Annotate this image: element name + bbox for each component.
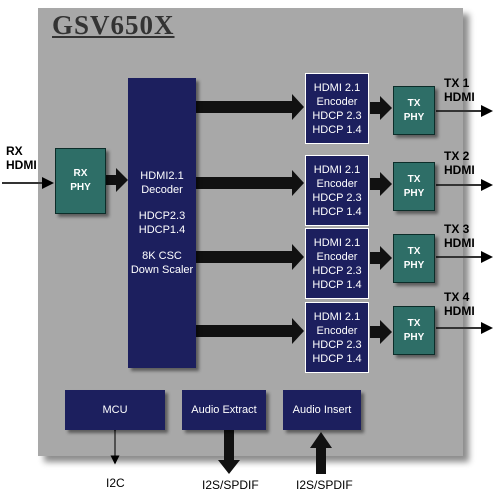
audio-extract-down-arrow (218, 430, 240, 474)
decoder-to-encoder-4-arrow (196, 318, 304, 344)
encoder-to-txphy-2-arrow (370, 172, 392, 196)
audio-extract-block: Audio Extract (182, 390, 266, 430)
decoder-to-encoder-3-arrow (196, 244, 304, 270)
decoder-block: HDMI2.1 Decoder HDCP2.3 HDCP1.4 8K CSC D… (128, 78, 196, 368)
i2c-label: I2C (106, 476, 125, 490)
chip-body (38, 8, 463, 456)
mcu-block: MCU (65, 390, 165, 430)
decoder-to-encoder-2-arrow (196, 170, 304, 196)
i2s-spdif-in-label: I2S/SPDIF (296, 478, 353, 492)
encoder-to-txphy-1-arrow (370, 96, 392, 120)
encoder-to-txphy-3-arrow (370, 246, 392, 270)
audio-insert-block: Audio Insert (283, 390, 361, 430)
chip-title: GSV650X (52, 10, 175, 40)
encoder-to-txphy-4-arrow (370, 320, 392, 344)
i2s-spdif-out-label: I2S/SPDIF (202, 478, 259, 492)
rxphy-to-decoder-arrow (106, 168, 128, 192)
audio-insert-up-arrow (316, 448, 326, 474)
decoder-to-encoder-1-arrow (196, 94, 304, 120)
